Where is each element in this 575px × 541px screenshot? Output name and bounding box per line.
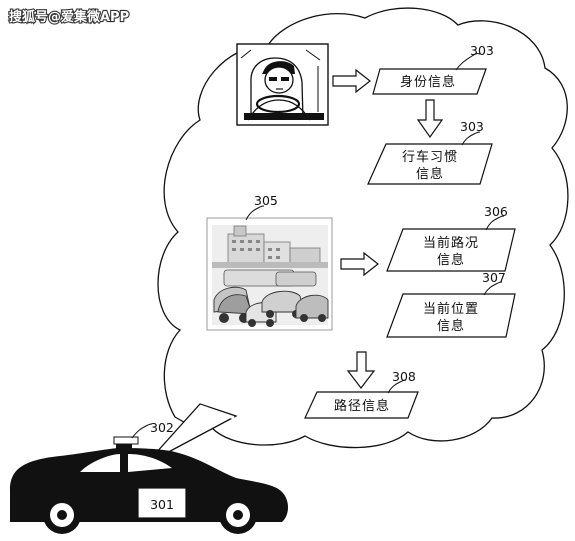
traffic-scene-image: [206, 217, 333, 331]
position-info-label-line1: 当前位置: [423, 301, 479, 317]
ref-303-driving: 303: [460, 119, 484, 134]
ref-308: 308: [392, 369, 416, 384]
ref-307: 307: [482, 270, 506, 285]
driving-habits-box: 行车习惯 信息: [367, 143, 493, 185]
driver-image: [236, 43, 329, 126]
route-info-box: 路径信息: [304, 391, 419, 419]
position-info-box: 当前位置 信息: [386, 293, 516, 338]
identity-info-label: 身份信息: [400, 74, 456, 90]
driving-habits-label-line2: 信息: [416, 166, 444, 182]
identity-info-box: 身份信息: [372, 68, 487, 95]
position-info-label-line2: 信息: [437, 318, 465, 334]
road-condition-label-line1: 当前路况: [423, 235, 479, 251]
arrow-to-identity: [332, 68, 371, 94]
ref-301: 301: [150, 497, 174, 512]
ref-302: 302: [150, 420, 174, 435]
route-info-label: 路径信息: [334, 398, 390, 414]
arrow-to-route: [346, 351, 376, 389]
arrow-to-road-condition: [340, 251, 379, 277]
road-condition-label-line2: 信息: [437, 252, 465, 268]
ref-303-identity: 303: [470, 43, 494, 58]
arrow-to-driving-habits: [416, 99, 444, 139]
thought-bubble-tail: [145, 403, 238, 465]
driving-habits-label-line1: 行车习惯: [402, 149, 458, 165]
ref-306: 306: [484, 204, 508, 219]
road-condition-box: 当前路况 信息: [386, 228, 516, 272]
car: 301: [10, 436, 288, 534]
ref-305: 305: [254, 193, 278, 208]
watermark: 搜狐号@爱集微APP: [9, 9, 129, 25]
